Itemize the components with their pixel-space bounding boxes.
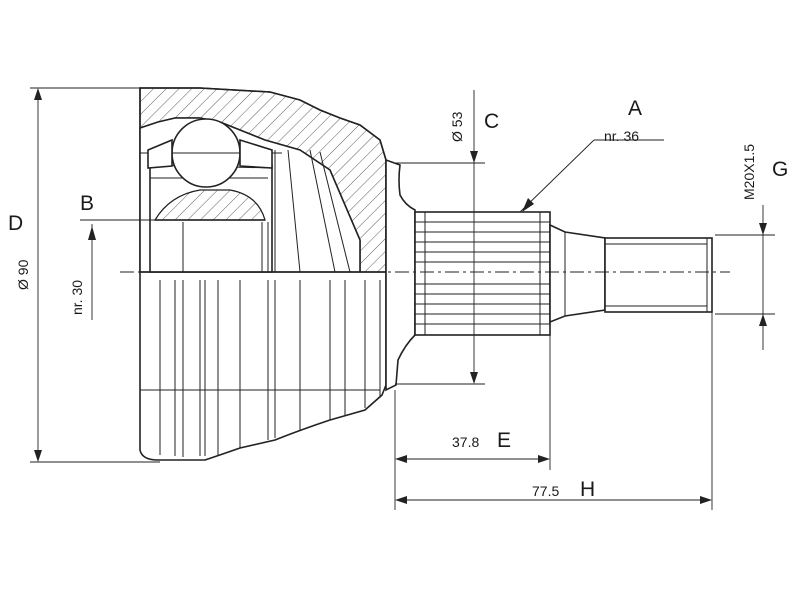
dimension-c bbox=[395, 90, 485, 385]
threaded-end bbox=[604, 237, 713, 313]
label-d: D bbox=[8, 212, 23, 235]
value-b: nr. 30 bbox=[69, 280, 85, 315]
label-h: H bbox=[580, 478, 595, 501]
label-g: G bbox=[772, 158, 788, 181]
dimension-d bbox=[30, 87, 160, 463]
value-e: 37.8 bbox=[452, 434, 479, 450]
dimension-e bbox=[394, 335, 551, 470]
splined-shaft bbox=[414, 211, 551, 336]
label-c: C bbox=[484, 110, 499, 133]
value-a: nr. 36 bbox=[604, 128, 639, 144]
neck bbox=[385, 158, 416, 392]
label-a: A bbox=[628, 97, 642, 120]
inner-race bbox=[149, 149, 351, 273]
dimension-g bbox=[715, 205, 775, 350]
value-c: Ø 53 bbox=[449, 111, 465, 142]
dimension-a bbox=[519, 139, 664, 213]
value-g: M20X1.5 bbox=[741, 144, 757, 200]
shaft-taper bbox=[549, 223, 606, 324]
label-b: B bbox=[80, 192, 94, 215]
dimension-b bbox=[80, 219, 155, 320]
cage bbox=[147, 138, 273, 169]
value-h: 77.5 bbox=[532, 483, 559, 499]
dimension-h bbox=[394, 312, 713, 510]
label-e: E bbox=[497, 429, 511, 452]
value-d: Ø 90 bbox=[15, 259, 31, 290]
housing-lower-half bbox=[140, 271, 386, 457]
